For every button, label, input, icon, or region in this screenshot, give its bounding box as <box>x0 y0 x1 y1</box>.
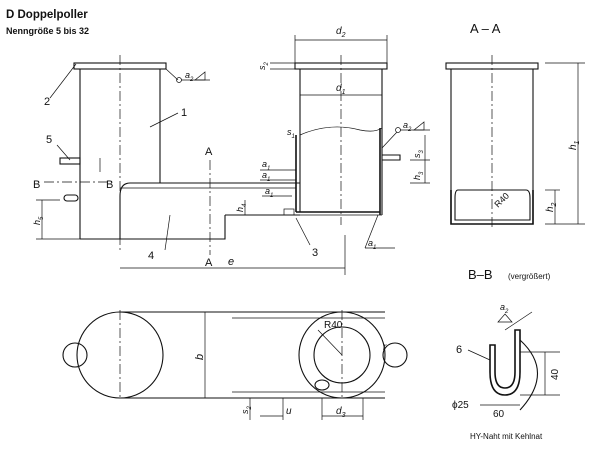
dim-h2: h2 <box>545 202 558 212</box>
marker-b-right: B <box>106 179 113 191</box>
front-view <box>36 55 346 275</box>
part-3: 3 <box>312 247 318 259</box>
part-6: 6 <box>456 344 462 356</box>
dim-phi25: ϕ25 <box>452 400 469 411</box>
marker-a-top: A <box>205 146 213 158</box>
section-aa-label: A – A <box>470 21 501 36</box>
dim-d3: d3 <box>336 406 346 419</box>
drawing-title: D Doppelpoller <box>6 9 88 21</box>
weld-note: HY-Naht mit Kehlnat <box>470 432 543 441</box>
weld-a1-1: a1 <box>262 159 270 172</box>
dim-s3: s3 <box>412 150 425 159</box>
dim-d1: d1 <box>336 83 346 96</box>
dim-b: b <box>194 354 206 360</box>
part-4: 4 <box>148 250 154 262</box>
weld-a1-4: a1 <box>368 238 376 251</box>
dim-s2-bottom: s2 <box>240 406 253 415</box>
weld-a1-2: a1 <box>262 170 270 183</box>
section-bb-view <box>467 311 560 411</box>
dim-h3: h3 <box>412 171 425 180</box>
dim-60: 60 <box>493 409 505 420</box>
weld-a2-right: a2 <box>403 120 412 133</box>
dim-d2: d2 <box>336 26 346 39</box>
section-aa-view <box>445 55 585 230</box>
weld-a1-3: a1 <box>265 186 273 199</box>
dim-h4: h4 <box>235 203 248 212</box>
dim-h1: h1 <box>568 140 581 150</box>
radius-r40-aa: R40 <box>492 191 511 210</box>
dim-40: 40 <box>550 368 561 380</box>
weld-a2-left: a2 <box>185 70 194 83</box>
dim-s1: s1 <box>287 127 295 140</box>
labels: A – A B–B (vergrößert) 1 2 3 4 5 6 A A B… <box>32 21 581 441</box>
top-view <box>62 310 408 420</box>
section-bb-note: (vergrößert) <box>508 272 551 281</box>
weld-a2-bb: a2 <box>500 302 509 315</box>
part-2: 2 <box>44 96 50 108</box>
dim-e: e <box>228 256 234 268</box>
marker-b-left: B <box>33 179 40 191</box>
dim-r: r <box>383 342 387 353</box>
drawing-subtitle: Nenngröße 5 bis 32 <box>6 26 89 36</box>
section-bb-label: B–B <box>468 267 493 282</box>
dim-h5: h5 <box>32 216 45 225</box>
right-bollard <box>225 35 430 249</box>
part-1: 1 <box>181 107 187 119</box>
part-5: 5 <box>46 134 52 146</box>
radius-r40-top: R40 <box>324 320 343 331</box>
dim-u: u <box>286 406 292 417</box>
marker-a-bottom: A <box>205 257 213 269</box>
dim-s2-top: s2 <box>257 62 270 71</box>
